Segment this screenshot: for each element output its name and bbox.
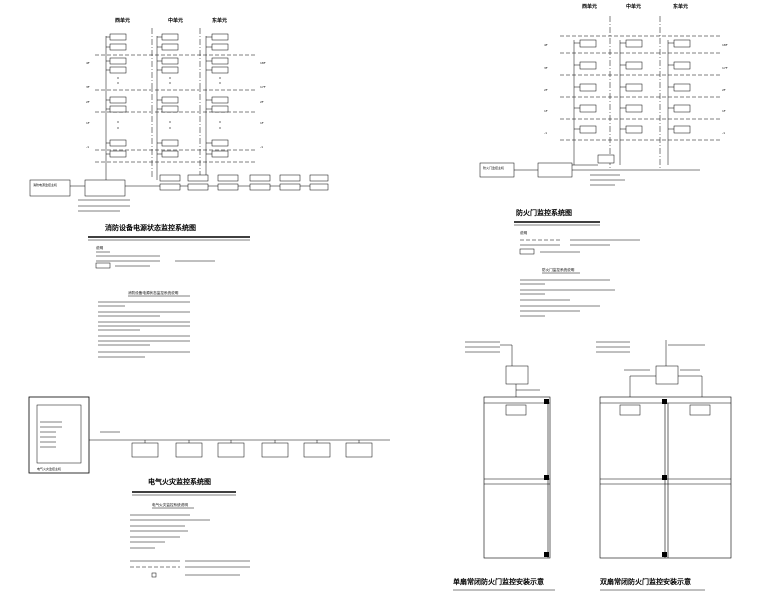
riser-device-boxes (109, 33, 229, 158)
rcol-header-west: 西单元 (582, 3, 597, 10)
col-header-middle: 中单元 (168, 17, 183, 24)
gas-device-nodes (131, 442, 373, 458)
svg-text:3F: 3F (86, 85, 90, 89)
svg-text:2F: 2F (86, 100, 90, 104)
door-notes-heading: 防火门监控系统说明 (542, 267, 575, 272)
power-monitor-notes-heading: 消防设备电源状态监控系统说明 (128, 290, 179, 295)
single-leaf-door-diagram: 单扇常闭防火门监控安装示意 (453, 341, 555, 591)
df-host-label: 防火门监控主机 (483, 165, 504, 170)
svg-text:-1: -1 (86, 145, 89, 149)
title-single-leaf-door: 单扇常闭防火门监控安装示意 (453, 577, 544, 586)
svg-text:1F: 1F (722, 109, 726, 113)
svg-text:2F: 2F (260, 100, 264, 104)
single-door-module (505, 365, 529, 385)
svg-text:18F: 18F (260, 61, 266, 65)
fire-door-monitoring-diagram: 西单元 中单元 东单元 4F 3F 2F 1F -1 18F 17F 2F 1F -1 (479, 3, 728, 317)
svg-text:1F: 1F (544, 109, 548, 113)
fire-power-monitoring-diagram: 西单元 中单元 东单元 4F 3F 2F 1F -1 18F 17F 2F 1F… (29, 17, 329, 358)
gas-notes-heading: 电气火灾监控系统说明 (152, 502, 188, 507)
svg-text:3F: 3F (544, 66, 548, 70)
svg-text:17F: 17F (722, 66, 728, 70)
title-fire-power-monitoring: 消防设备电源状态监控系统图 (105, 223, 196, 232)
svg-text:4F: 4F (544, 43, 548, 47)
col-header-east: 东单元 (212, 17, 227, 24)
svg-text:2F: 2F (722, 88, 726, 92)
svg-text:说明: 说明 (520, 230, 528, 235)
door-module-boxes (579, 39, 691, 134)
col-header-west: 西单元 (115, 17, 130, 24)
gas-host-caption: 电气火灾监控主机 (37, 466, 61, 471)
double-leaf-door-diagram: 双扇常闭防火门监控安装示意 (596, 340, 732, 591)
rcol-header-east: 东单元 (673, 3, 688, 10)
title-electrical-fire-monitoring: 电气火灾监控系统图 (148, 477, 211, 486)
svg-text:1F: 1F (86, 121, 90, 125)
svg-text:17F: 17F (260, 85, 266, 89)
svg-text:2F: 2F (544, 88, 548, 92)
pm-host-box (29, 179, 71, 197)
svg-text:说明: 说明 (96, 245, 104, 250)
title-fire-door-monitoring: 防火门监控系统图 (516, 208, 572, 217)
svg-text:18F: 18F (722, 43, 728, 47)
title-double-leaf-door: 双扇常闭防火门监控安装示意 (600, 577, 691, 586)
pm-host-label: 消防电源监控主机 (33, 182, 57, 187)
electrical-fire-monitoring-diagram: 电气火灾监控主机 电气火灾监控系统图 电气火灾监控系统说明 (28, 396, 390, 578)
rcol-header-middle: 中单元 (626, 3, 641, 10)
svg-text:1F: 1F (260, 121, 264, 125)
svg-text:-1: -1 (260, 145, 263, 149)
svg-text:4F: 4F (86, 61, 90, 65)
svg-text:-1: -1 (722, 131, 725, 135)
svg-text:-1: -1 (544, 131, 547, 135)
double-door-module (655, 365, 679, 385)
